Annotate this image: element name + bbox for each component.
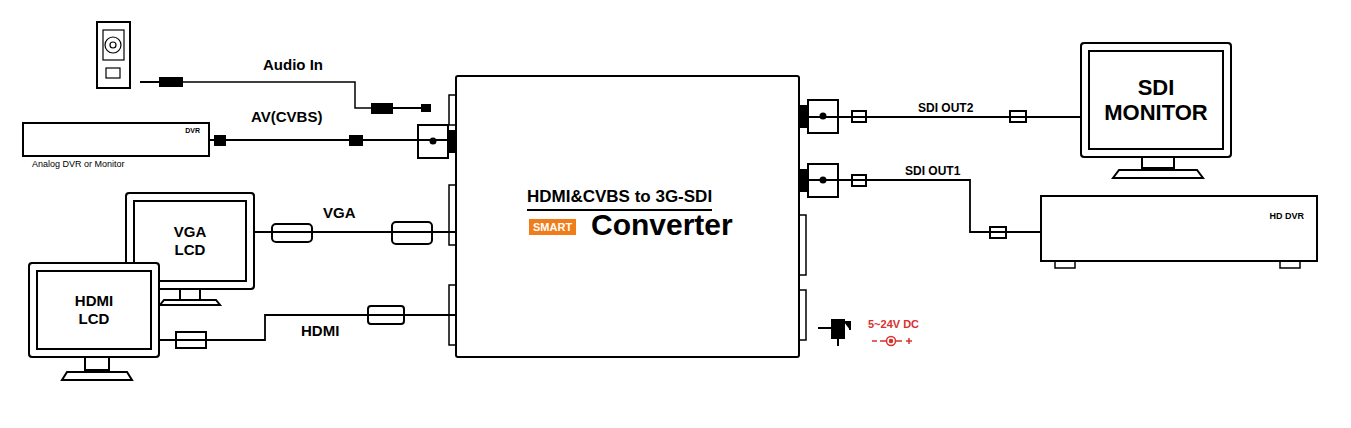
hdmi-lcd: HDMI LCD (28, 262, 160, 358)
cable-label: SDI OUT1 (902, 164, 963, 178)
cable (160, 315, 455, 340)
smart-badge: SMART (529, 219, 576, 235)
sdi-monitor: SDI MONITOR (1080, 42, 1232, 158)
power-label: 5~24V DC (868, 318, 919, 330)
audio-device (97, 22, 130, 88)
audio-plug (140, 78, 182, 86)
bnc-port (418, 125, 448, 158)
vga-plug (392, 222, 432, 244)
cable-label: VGA (320, 204, 359, 221)
monitor-stand (1113, 158, 1203, 178)
monitor-stand (160, 290, 220, 305)
cable (210, 139, 455, 141)
cable (800, 116, 1080, 118)
device-label: HD DVR (1269, 211, 1304, 221)
converter-box: HDMI&CVBS to 3G-SDI SMART Converter (455, 75, 800, 358)
cable-label: SDI OUT2 (915, 101, 976, 115)
device-label: DVR (185, 127, 200, 134)
audio-cable (182, 82, 372, 108)
monitor-stand (62, 358, 132, 380)
cable (255, 231, 455, 233)
monitor-label: HDMI LCD (68, 292, 120, 328)
cable-label: AV(CVBS) (248, 108, 325, 125)
product-name: Converter (591, 208, 733, 242)
monitor-label: VGA LCD (164, 223, 216, 259)
polarity-symbol (872, 337, 912, 346)
product-title: HDMI&CVBS to 3G-SDI (527, 187, 712, 211)
vga-plug (272, 224, 312, 242)
analog-dvr: DVRAnalog DVR or Monitor (22, 122, 210, 157)
device-caption: Analog DVR or Monitor (32, 159, 125, 169)
input-label: Audio In (263, 56, 323, 73)
cable-label: HDMI (298, 322, 342, 339)
cable (800, 180, 1040, 232)
hd-dvr: HD DVR (1040, 195, 1318, 262)
monitor-label: SDI MONITOR (1100, 75, 1212, 125)
power-plug (818, 320, 850, 338)
